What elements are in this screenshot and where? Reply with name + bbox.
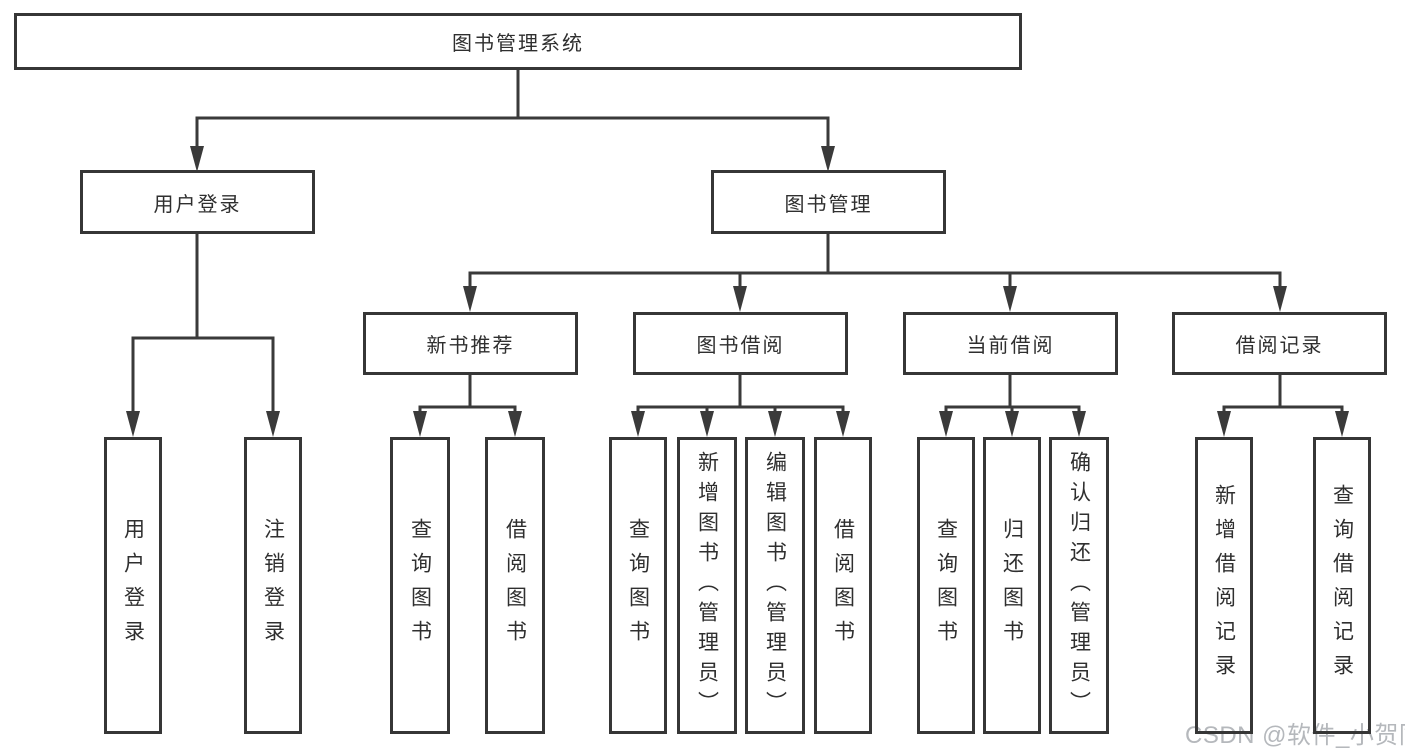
leaf-add-borrow-record: 新增借阅记录: [1195, 437, 1253, 734]
node-new-book-recommend-label: 新书推荐: [426, 335, 515, 357]
leaf-user-login-label: 用户登录: [121, 517, 145, 654]
leaf-query-borrow-record: 查询借阅记录: [1313, 437, 1371, 734]
node-current-borrow-label: 当前借阅: [966, 335, 1055, 357]
leaf-logout-label: 注销登录: [261, 517, 285, 654]
node-borrow-records: 借阅记录: [1172, 312, 1387, 375]
node-book-management: 图书管理: [711, 170, 946, 234]
leaf-confirm-return-admin: 确认归还（管理员）: [1049, 437, 1109, 734]
leaf-query-books-borrow-label: 查询图书: [626, 517, 650, 654]
node-user-login: 用户登录: [80, 170, 315, 234]
leaf-return-book-label: 归还图书: [1000, 517, 1024, 654]
leaf-add-book-admin: 新增图书（管理员）: [677, 437, 737, 734]
leaf-return-book: 归还图书: [983, 437, 1041, 734]
leaf-logout: 注销登录: [244, 437, 302, 734]
leaf-add-book-admin-label: 新增图书（管理员）: [695, 450, 719, 721]
leaf-query-books-recommend: 查询图书: [390, 437, 450, 734]
leaf-edit-book-admin-label: 编辑图书（管理员）: [763, 450, 787, 721]
node-new-book-recommend: 新书推荐: [363, 312, 578, 375]
leaf-query-books-current-label: 查询图书: [934, 517, 958, 654]
leaf-add-borrow-record-label: 新增借阅记录: [1212, 483, 1236, 688]
node-book-management-label: 图书管理: [784, 193, 873, 216]
leaf-borrow-books: 借阅图书: [814, 437, 872, 734]
leaf-borrow-books-recommend: 借阅图书: [485, 437, 545, 734]
leaf-edit-book-admin: 编辑图书（管理员）: [745, 437, 805, 734]
node-borrow-records-label: 借阅记录: [1235, 335, 1324, 357]
node-user-login-label: 用户登录: [153, 193, 242, 216]
leaf-query-books-current: 查询图书: [917, 437, 975, 734]
leaf-borrow-books-label: 借阅图书: [831, 517, 855, 654]
node-book-borrow: 图书借阅: [633, 312, 848, 375]
node-book-borrow-label: 图书借阅: [696, 335, 785, 357]
leaf-query-borrow-record-label: 查询借阅记录: [1330, 483, 1354, 688]
node-root-label: 图书管理系统: [452, 33, 584, 55]
leaf-query-books-borrow: 查询图书: [609, 437, 667, 734]
leaf-query-books-recommend-label: 查询图书: [408, 517, 432, 654]
leaf-borrow-books-recommend-label: 借阅图书: [503, 517, 527, 654]
node-current-borrow: 当前借阅: [903, 312, 1118, 375]
leaf-user-login: 用户登录: [104, 437, 162, 734]
leaf-confirm-return-admin-label: 确认归还（管理员）: [1067, 450, 1091, 721]
node-root: 图书管理系统: [14, 13, 1022, 70]
